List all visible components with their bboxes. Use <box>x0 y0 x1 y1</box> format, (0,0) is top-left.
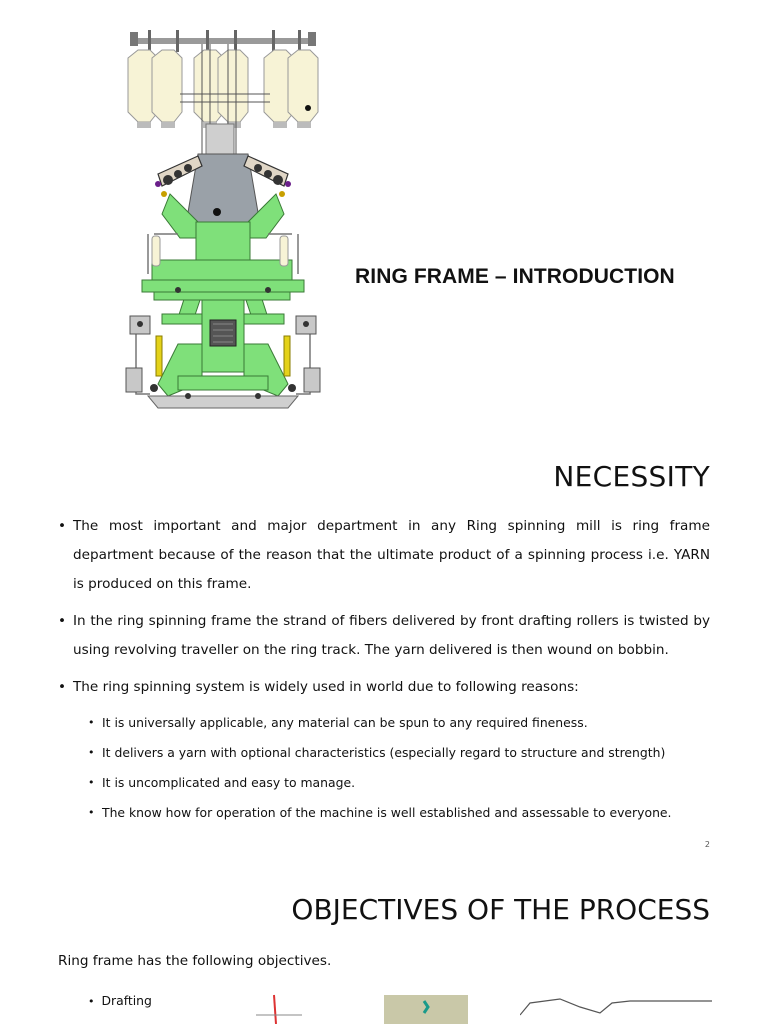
bullet-text: In the ring spinning frame the strand of… <box>73 613 710 658</box>
sub-bullet-text: The know how for operation of the machin… <box>102 805 672 820</box>
list-item: • It is universally applicable, any mate… <box>88 708 728 738</box>
slide-objectives: OBJECTIVES OF THE PROCESS Ring frame has… <box>0 860 768 1024</box>
sub-bullet-text: It delivers a yarn with optional charact… <box>102 745 666 760</box>
main-bullet-list: • The most important and major departmen… <box>58 512 710 710</box>
ring-frame-machine-illustration <box>125 30 321 409</box>
sub-bullet-text: It is universally applicable, any materi… <box>102 715 588 730</box>
list-item: • It is uncomplicated and easy to manage… <box>88 768 728 798</box>
slide-necessity: NECESSITY • The most important and major… <box>0 430 768 860</box>
list-item: • Drafting <box>88 993 152 1008</box>
list-item: • In the ring spinning frame the strand … <box>58 607 710 665</box>
bullet-icon: • <box>58 518 67 534</box>
bullet-text: Drafting <box>101 993 152 1008</box>
page-number: 2 <box>704 840 710 849</box>
bullet-icon: • <box>88 716 95 729</box>
slide-ring-frame-introduction: RING FRAME – INTRODUCTION <box>0 0 768 430</box>
bullet-icon: • <box>88 995 95 1008</box>
bullet-icon: • <box>88 776 95 789</box>
bullet-icon: • <box>58 679 67 695</box>
bullet-icon: • <box>88 746 95 759</box>
bullet-icon: • <box>58 613 67 629</box>
list-item: • It delivers a yarn with optional chara… <box>88 738 728 768</box>
drafting-diagram-1 <box>256 994 302 1024</box>
slide-title: NECESSITY <box>553 460 710 493</box>
list-item: • The most important and major departmen… <box>58 512 710 599</box>
list-item: • The ring spinning system is widely use… <box>58 673 710 702</box>
drafting-photo <box>384 995 468 1024</box>
bullet-text: The most important and major department … <box>73 518 710 592</box>
sub-bullet-list: • It is universally applicable, any mate… <box>88 708 728 828</box>
sub-bullet-text: It is uncomplicated and easy to manage. <box>102 775 356 790</box>
bullet-text: The ring spinning system is widely used … <box>73 679 579 695</box>
slide-title: OBJECTIVES OF THE PROCESS <box>291 893 710 926</box>
list-item: • The know how for operation of the mach… <box>88 798 728 828</box>
drafting-diagram-2 <box>520 998 712 1016</box>
bullet-icon: • <box>88 806 95 819</box>
intro-text: Ring frame has the following objectives. <box>58 953 332 969</box>
slide-title: RING FRAME – INTRODUCTION <box>355 265 675 288</box>
